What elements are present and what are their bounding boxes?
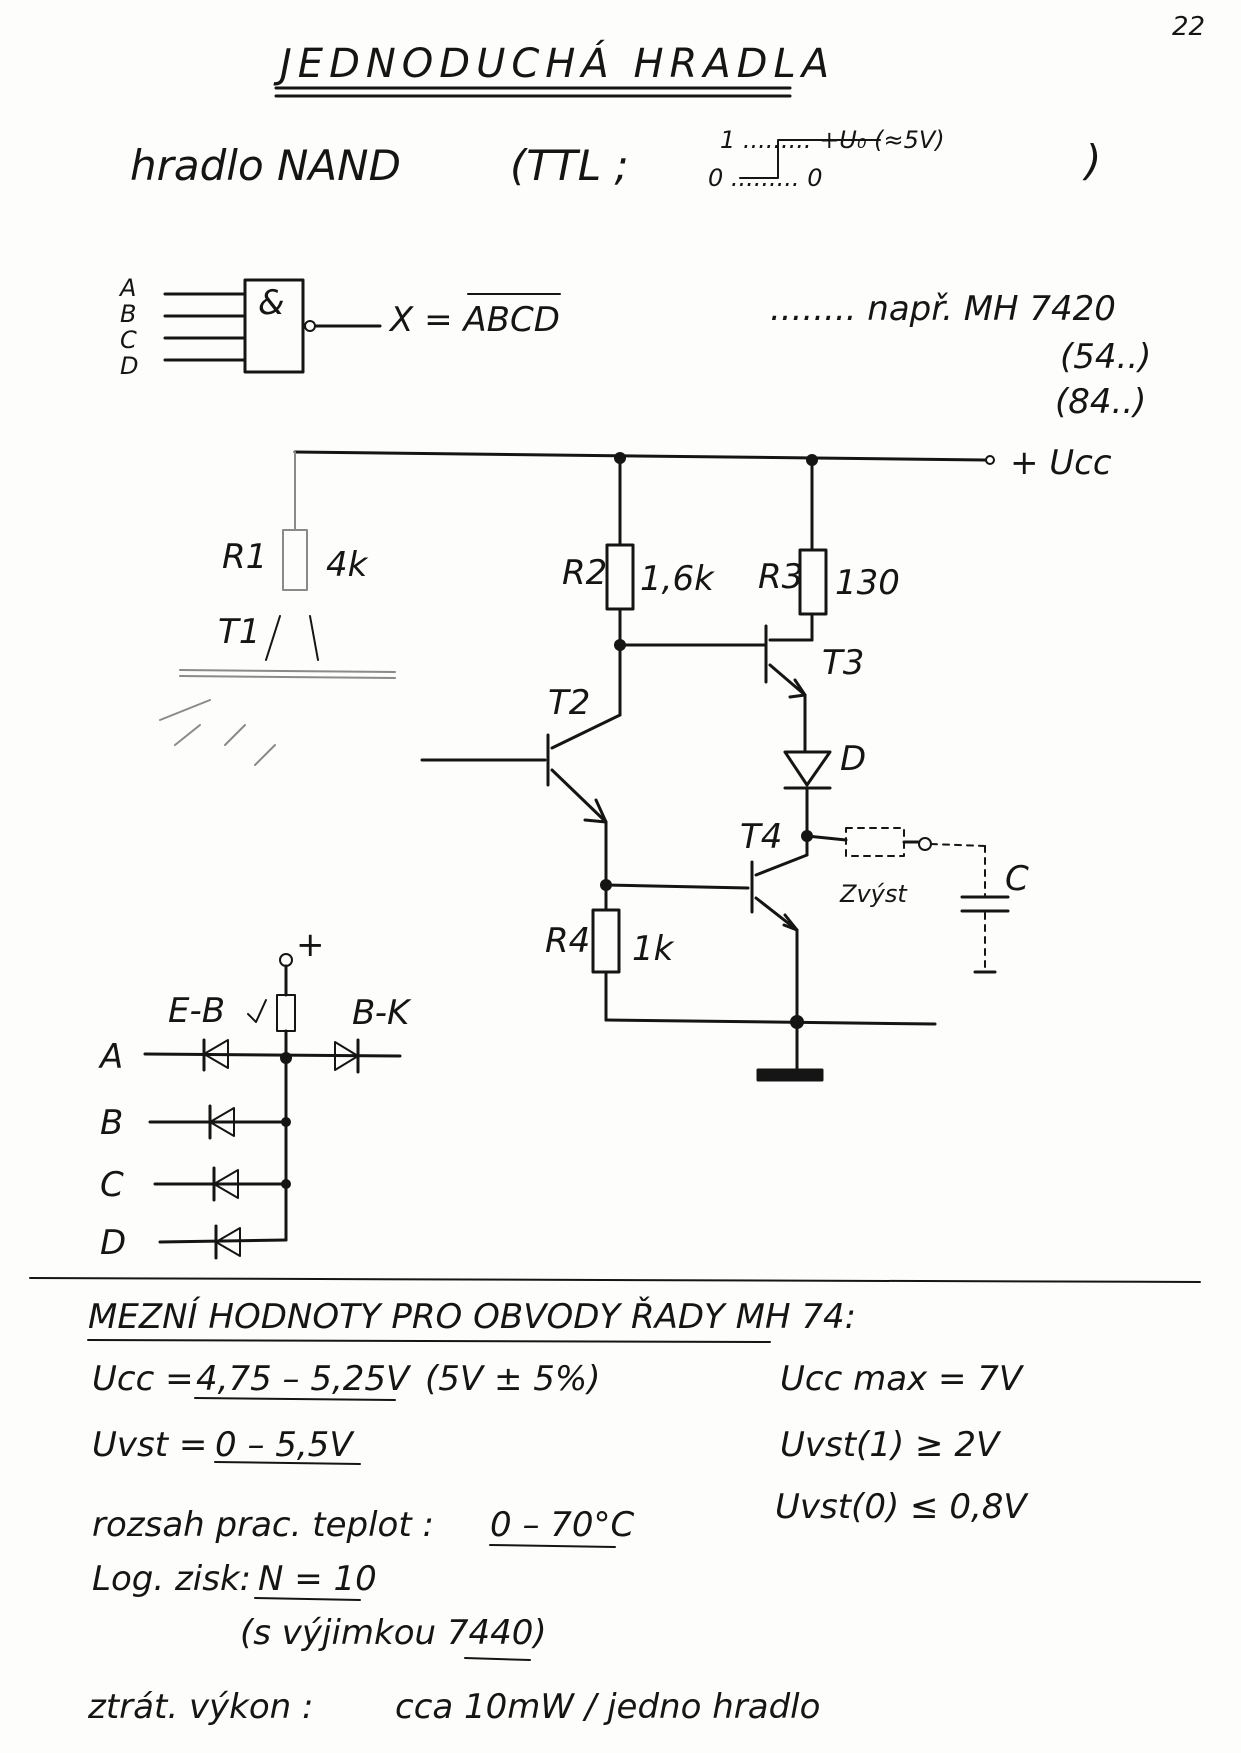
output-terminal <box>918 837 932 851</box>
r1-value: 4k <box>326 545 368 585</box>
ucc-max: Ucc max = 7V <box>780 1359 1023 1399</box>
r3-label: R3 <box>758 557 804 597</box>
r2-resistor <box>605 543 635 611</box>
eb-label: E-B <box>168 991 226 1031</box>
power-value: cca 10mW / jedno hradlo <box>395 1687 821 1727</box>
section-divider <box>29 1277 1201 1283</box>
diode-input-b: B <box>100 1103 124 1143</box>
bk-label: B-K <box>352 993 410 1033</box>
supply-rail <box>293 450 987 462</box>
gate-input-b: B <box>120 300 137 328</box>
ucc-label: Ucc = <box>92 1359 194 1399</box>
uvst-label: Uvst = <box>92 1425 208 1465</box>
diode-label: D <box>840 739 867 779</box>
temp-value: 0 – 70°C <box>490 1505 635 1545</box>
nand-gate-symbol <box>163 278 561 374</box>
t3-transistor <box>764 624 814 752</box>
r4-value: 1k <box>632 929 674 969</box>
ucc-value: 4,75 – 5,25V <box>196 1359 410 1399</box>
ttl-close: ) <box>1085 136 1102 185</box>
t2-transistor <box>420 713 622 887</box>
plus-label: + <box>296 925 325 965</box>
page-title: JEDNODUCHÁ HRADLA <box>280 41 836 87</box>
r1-t1-sketch <box>159 451 396 766</box>
capacitor-label: C <box>1005 859 1029 899</box>
level-low: 0 ......... 0 <box>708 164 823 192</box>
gain-note: (s výjimkou 7440) <box>240 1613 547 1653</box>
zout-label: Zvýst <box>840 880 907 908</box>
gate-input-c: C <box>120 326 137 354</box>
heading-underline <box>87 1339 771 1343</box>
uvst1-value: Uvst(1) ≥ 2V <box>780 1425 1000 1465</box>
gain-value: N = 10 <box>258 1559 377 1599</box>
r4-label: R4 <box>545 921 591 961</box>
uvst0-value: Uvst(0) ≤ 0,8V <box>775 1487 1027 1527</box>
t4-label: T4 <box>740 817 783 857</box>
t4-transistor <box>750 853 809 1024</box>
diode-model <box>143 953 402 1260</box>
zout-box <box>845 827 905 857</box>
r4-resistor <box>591 908 621 974</box>
r3-value: 130 <box>835 563 900 603</box>
level-high: 1 ......... +U₀ (≈5V) <box>720 126 945 154</box>
supply-label: + Ucc <box>1010 443 1112 483</box>
ttl-open: (TTL ; <box>510 141 629 190</box>
r3-resistor <box>798 548 828 616</box>
page-number: 22 <box>1172 12 1206 42</box>
series-84: (84..) <box>1055 382 1147 422</box>
temp-label: rozsah prac. teplot : <box>92 1505 434 1545</box>
r2-value: 1,6k <box>640 559 714 599</box>
power-label: ztrát. výkon : <box>88 1687 314 1727</box>
gate-sign: & <box>258 283 285 323</box>
diode-input-c: C <box>100 1165 124 1205</box>
t1-label: T1 <box>218 612 261 652</box>
ucc-tolerance: (5V ± 5%) <box>425 1359 601 1399</box>
series-54: (54..) <box>1060 337 1152 377</box>
supply-terminal <box>985 455 995 465</box>
gate-input-a: A <box>120 274 137 302</box>
ground-symbol <box>756 1068 824 1082</box>
t2-label: T2 <box>548 683 591 723</box>
gain-label: Log. zisk: <box>92 1559 252 1599</box>
diode-input-d: D <box>100 1223 127 1263</box>
r1-label: R1 <box>222 537 268 577</box>
uvst-value: 0 – 5,5V <box>215 1425 353 1465</box>
diode-input-a: A <box>100 1037 124 1077</box>
diode-d <box>783 750 832 857</box>
gate-input-d: D <box>120 352 139 380</box>
t3-label: T3 <box>822 643 865 683</box>
nand-heading: hradlo NAND <box>130 141 401 190</box>
example-part: ........ např. MH 7420 <box>770 289 1116 329</box>
gate-output: X = ABCD <box>390 300 560 340</box>
pulse-sketch <box>739 139 881 179</box>
limits-heading: MEZNÍ HODNOTY PRO OBVODY ŘADY MH 74: <box>88 1297 857 1337</box>
r2-label: R2 <box>562 553 608 593</box>
